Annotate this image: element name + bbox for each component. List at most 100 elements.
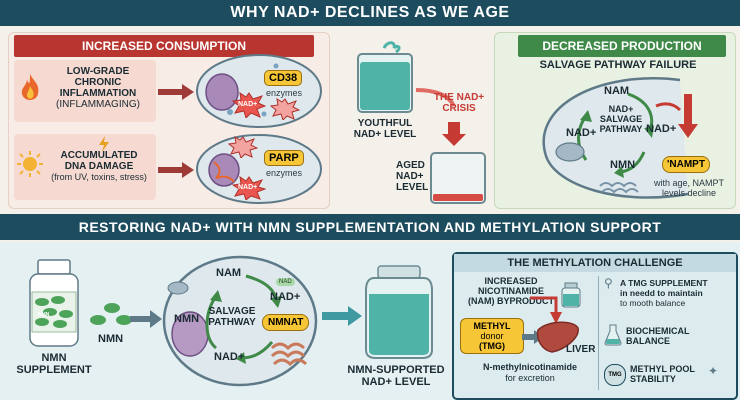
tmg-badge: TMG (604, 364, 626, 386)
nad-burst-icon-2 (270, 98, 300, 120)
nampt-badge: 'NAMPT (662, 156, 710, 173)
prod-center-line2: SALVAGE (599, 114, 643, 124)
supported-label: NMN-SUPPORTED NAD+ LEVEL (336, 364, 456, 388)
nmnat-label: NMNAT (268, 317, 304, 328)
nad-burst-icon (232, 92, 266, 118)
inflammation-line4: (INFLAMMAGING) (56, 99, 140, 110)
methyl-donor-badge: METHYL donor (TMG) (460, 318, 524, 354)
production-header: DECREASED PRODUCTION (518, 35, 726, 57)
sparkle-icon: ✦ (708, 364, 719, 378)
crisis-arrow (415, 88, 466, 146)
dna-line1: ACCUMULATED (60, 150, 138, 161)
nampt-label: 'NAMPT (667, 159, 705, 170)
lightning-icon (99, 136, 109, 152)
methylation-divider (598, 276, 599, 390)
inc-line3: (NAM) BYPRODUCT (468, 296, 554, 306)
pool-line2: STABILITY (630, 374, 676, 384)
production-cell (542, 77, 689, 199)
prod-nmn: NMN (610, 160, 635, 171)
nmn-to-cell-arrow (130, 310, 162, 328)
pool-line1: METHYL POOL (630, 364, 695, 374)
supported-jar (365, 265, 433, 359)
prod-nad-right-text: NAD+ (646, 123, 677, 135)
supplement-label: NMN SUPPLEMENT (10, 352, 98, 376)
aged-line1: AGED (396, 160, 425, 171)
nmethyl-text: N-methylnicotinamide (482, 362, 577, 372)
youthful-line2: NAD+ LEVEL (353, 129, 417, 140)
increased-nam-label: INCREASED NICOTINAMIDE (NAM) BYPRODUCT (456, 276, 566, 306)
inflammation-line1: LOW-GRADE (66, 66, 130, 77)
prod-center-line1: NAD+ (608, 104, 634, 114)
balance-line2: BALANCE (626, 336, 670, 346)
dna-line2: DNA DAMAGE (64, 161, 134, 172)
rest-nad-bottom-text: NAD+ (214, 351, 245, 363)
rest-nad-top-text: NAD+ (270, 291, 301, 303)
salvage-failure-title: SALVAGE PATHWAY FAILURE (510, 60, 726, 71)
cd38-badge: CD38 (264, 70, 303, 86)
nampt-down-arrow (678, 94, 698, 138)
bottom-banner-title: RESTORING NAD+ WITH NMN SUPPLEMENTATION … (78, 219, 662, 235)
parp-label: PARP (269, 152, 299, 164)
nampt-note: with age, NAMPT levels decline (646, 178, 732, 198)
nmethyl-label: N-methylnicotinamide for excretion (470, 362, 590, 384)
youthful-label: YOUTHFUL NAD+ LEVEL (340, 118, 430, 140)
dna-line3: (from UV, toxins, stress) (51, 172, 147, 182)
cell-to-glass-arrow (322, 306, 362, 326)
rest-salvage-line2: PATHWAY (208, 317, 256, 328)
balance-line1: BIOCHEMICAL (626, 326, 690, 336)
nmn-bottle (29, 259, 79, 347)
tmg-badge-text: TMG (608, 372, 622, 378)
flask-icon (604, 324, 622, 346)
rest-nam: NAM (216, 268, 241, 279)
parp-enzymes: enzymes (266, 168, 302, 178)
parp-enzymes-label: enzymes (266, 168, 303, 178)
nad-burst-text: NAD+ (238, 101, 258, 108)
rest-salvage-label: SALVAGE PATHWAY (202, 306, 262, 328)
youthful-glass (357, 41, 413, 113)
nam-arrow (530, 296, 562, 324)
nad-burst-icon-3 (228, 136, 258, 158)
flame-icon (21, 74, 39, 100)
prod-center-line3: PATHWAY (599, 124, 643, 134)
excretion-text: for excretion (505, 373, 555, 383)
production-title: DECREASED PRODUCTION (542, 39, 702, 53)
rest-nad-top: NAD+ (270, 292, 300, 303)
bottom-banner: RESTORING NAD+ WITH NMN SUPPLEMENTATION … (0, 214, 740, 240)
cd38-enzymes-label: enzymes (266, 88, 303, 98)
methylation-title: THE METHYLATION CHALLENGE (507, 257, 683, 269)
inc-line1: INCREASED (484, 276, 538, 286)
crisis-label: THE NAD+ CRISIS (424, 92, 494, 114)
tmg-note-line3: to mooth balance (620, 298, 686, 308)
nmnat-badge: NMNAT (262, 314, 310, 331)
inflammation-line3: INFLAMMATION (59, 88, 137, 99)
nampt-note-line1: with age, NAMPT (653, 178, 725, 188)
aged-line2: NAD+ (396, 171, 424, 182)
consumption-header: INCREASED CONSUMPTION (14, 35, 314, 57)
liver-icon (536, 321, 579, 353)
arrow-to-cell1 (158, 84, 194, 100)
floating-pills (90, 303, 132, 325)
restoring-cell (162, 255, 318, 387)
liver-label: LIVER (566, 344, 595, 355)
top-banner-title: WHY NAD+ DECLINES AS WE AGE (230, 4, 510, 21)
rest-nad-bottom: NAD+ (214, 352, 244, 363)
dna-damage-box (14, 134, 156, 200)
aged-line3: LEVEL (396, 182, 429, 193)
nmn-arrow-text: NMN (98, 333, 124, 345)
prod-nam: NAM (604, 86, 629, 97)
donor-line3: (TMG) (479, 341, 505, 351)
prod-nad-left: NAD+ (566, 128, 596, 139)
prod-nmn-text: NMN (610, 159, 636, 171)
methylation-header: THE METHYLATION CHALLENGE (454, 254, 736, 272)
bottle-pill-label: NMN (38, 312, 49, 318)
prod-nad-right: NAD+ (646, 124, 676, 135)
youthful-line1: YOUTHFUL (357, 118, 413, 129)
arrow-to-cell2 (158, 162, 194, 178)
molecule-icon: ⚲ (604, 276, 613, 290)
nad-burst-icon-4 (232, 176, 266, 200)
aged-label: AGED NAD+ LEVEL (396, 160, 432, 193)
tmg-note: A TMG SUPPLEMENT in needd to maintain to… (620, 278, 730, 308)
rest-floating-nad: NAD (276, 278, 295, 286)
parp-badge: PARP (264, 150, 304, 166)
top-banner: WHY NAD+ DECLINES AS WE AGE (0, 0, 740, 26)
